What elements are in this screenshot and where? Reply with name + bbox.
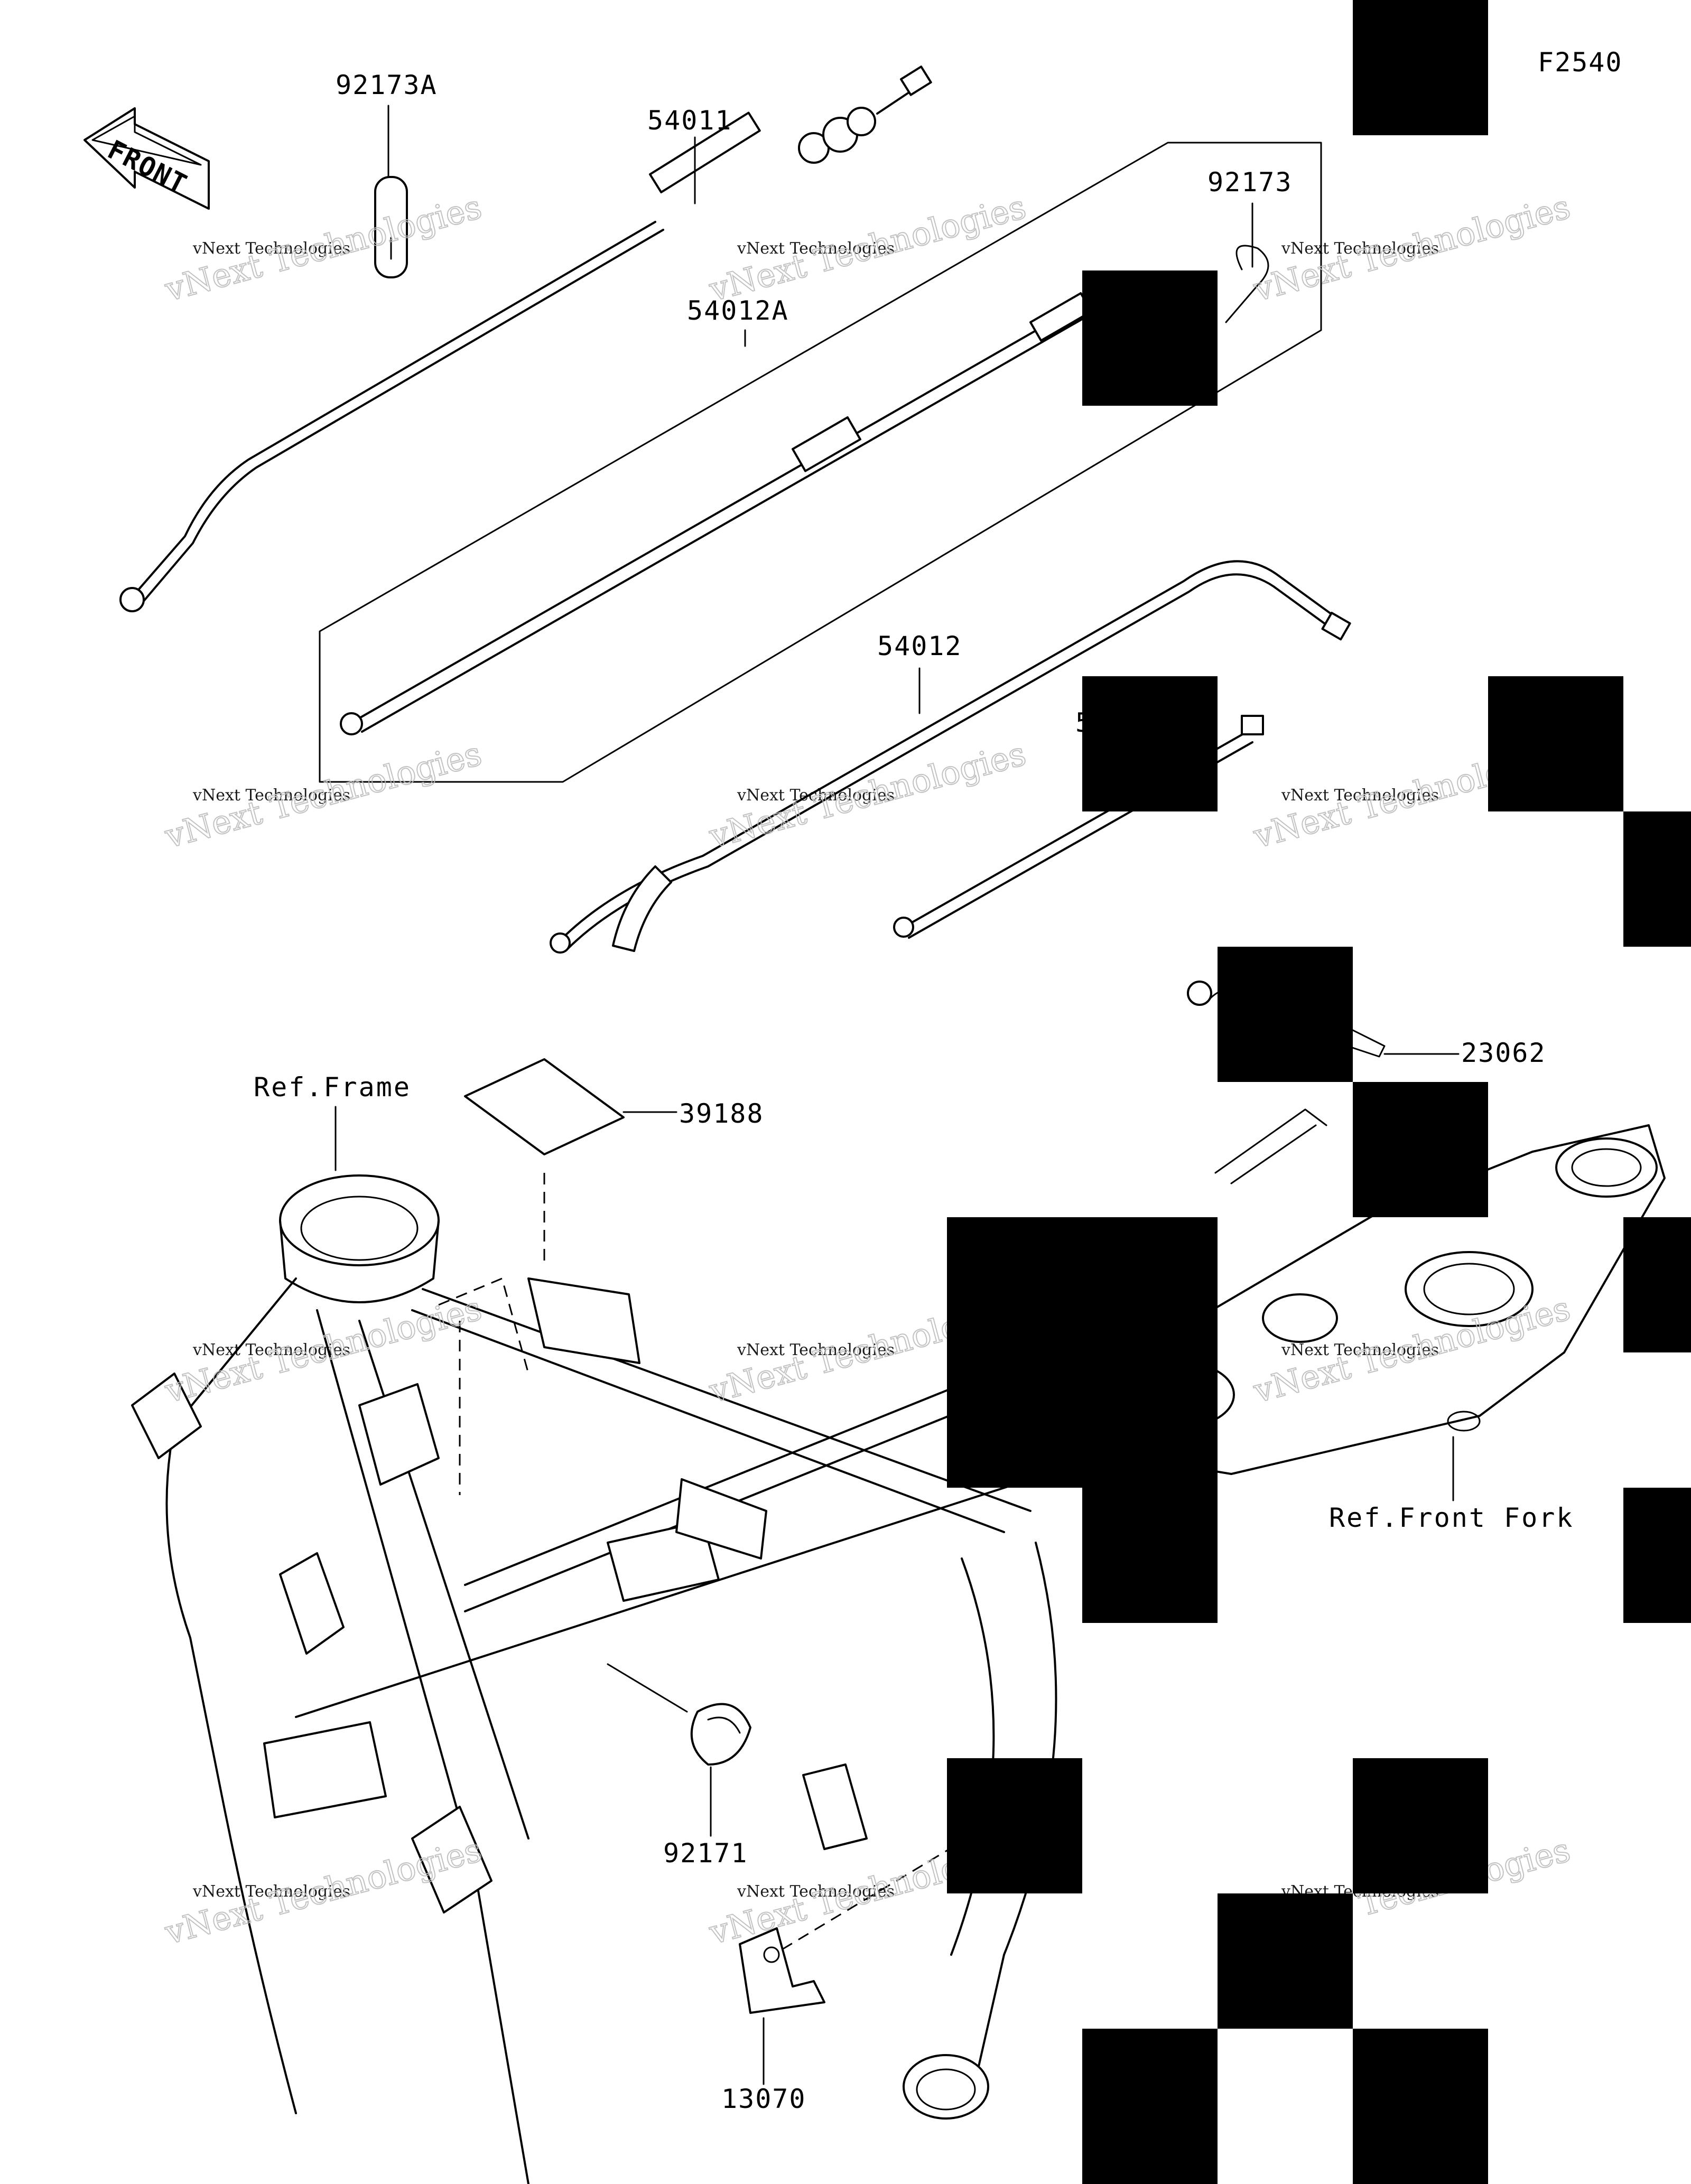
front-fork-bracket	[1130, 981, 1666, 1475]
part-label-54012: 54012	[877, 631, 962, 661]
ref-frame-label: Ref.Frame	[254, 1072, 411, 1103]
clamp-92171	[690, 1703, 751, 1766]
svg-text:vNext Technologies: vNext Technologies	[1281, 239, 1439, 258]
redaction-block	[1353, 2029, 1488, 2184]
cable-54012	[550, 560, 1351, 954]
redaction-block	[1623, 1217, 1691, 1352]
svg-text:vNext Technologies: vNext Technologies	[737, 1882, 895, 1901]
svg-text:vNext Technologies: vNext Technologies	[1281, 786, 1439, 805]
svg-text:vNext Technologies: vNext Technologies	[737, 239, 895, 258]
part-label-92171: 92171	[663, 1838, 748, 1869]
part-label-13070: 13070	[721, 2084, 806, 2114]
assembly-box-54012A	[319, 142, 1322, 783]
svg-text:vNext Technologies: vNext Technologies	[737, 786, 895, 805]
redaction-block	[1353, 0, 1488, 135]
bracket-13070	[739, 1927, 825, 2014]
clip-92173A	[374, 176, 408, 278]
part-label-54011: 54011	[647, 105, 732, 136]
cable-54012A	[340, 245, 1269, 735]
watermark-group: vNext Technologies vNext Technologies vN…	[160, 187, 1575, 1953]
redaction-block	[1218, 1893, 1353, 2029]
redaction-block	[1082, 676, 1218, 811]
svg-text:vNext Technologies: vNext Technologies	[1281, 1341, 1439, 1359]
redaction-block	[1623, 811, 1691, 947]
redaction-blocks	[947, 0, 1691, 2184]
part-label-39188: 39188	[679, 1098, 764, 1129]
svg-text:vNext Technologies: vNext Technologies	[192, 786, 350, 805]
part-label-92173A: 92173A	[336, 70, 438, 100]
cable-54011	[119, 66, 932, 612]
redaction-block	[1623, 1488, 1691, 1623]
redaction-block	[1353, 1758, 1488, 1893]
frame-drawing	[131, 1173, 1057, 2184]
label-39188	[464, 1058, 625, 1155]
part-label-54012A: 54012A	[687, 295, 789, 326]
diagram-code: F2540	[1538, 47, 1623, 78]
redaction-block	[947, 1217, 1218, 1488]
redaction-block	[1488, 676, 1623, 811]
redaction-block	[1082, 270, 1218, 406]
redaction-block	[1082, 2029, 1218, 2184]
svg-text:vNext Technologies: vNext Technologies	[737, 1341, 895, 1359]
svg-text:vNext Technologies: vNext Technologies	[192, 1882, 350, 1901]
redaction-block	[947, 1758, 1082, 1893]
part-label-23062: 23062	[1461, 1038, 1546, 1068]
redaction-block	[1353, 1082, 1488, 1217]
svg-text:vNext Technologies: vNext Technologies	[192, 239, 350, 258]
front-arrow-icon: FRONT	[83, 107, 210, 210]
ref-front-fork-label: Ref.Front Fork	[1329, 1502, 1574, 1533]
redaction-block	[1082, 1488, 1218, 1623]
redaction-block	[1218, 947, 1353, 1082]
svg-text:vNext Technologies: vNext Technologies	[192, 1341, 350, 1359]
part-label-92173: 92173	[1207, 167, 1293, 198]
